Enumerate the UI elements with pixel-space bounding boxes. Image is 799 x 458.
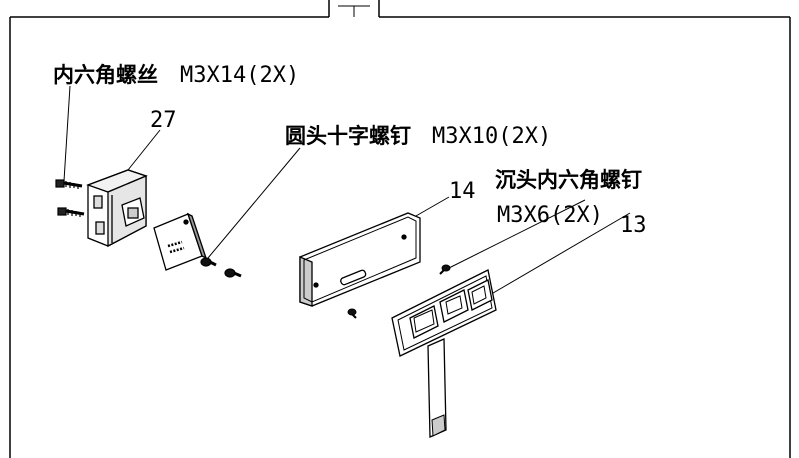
front-plate-part-14 — [299, 212, 421, 307]
leader-line-13 — [487, 212, 631, 297]
pan-head-screw-label-cn: 圆头十字螺钉 — [285, 124, 411, 148]
pan-head-screw-icon — [224, 268, 242, 278]
countersunk-screw-label-spec: M3X6(2X) — [497, 203, 603, 228]
hex-socket-screw-icon — [57, 207, 85, 217]
hex-screw-label-cn: 内六角螺丝 — [53, 63, 158, 87]
drawing-frame — [9, 0, 791, 458]
ribbon-cable — [427, 338, 447, 438]
callout-13: 13 — [620, 213, 647, 238]
membrane-keypad-part-13 — [391, 269, 497, 438]
countersunk-screw-icon — [347, 308, 357, 319]
keypad-button-3-icon — [467, 279, 493, 311]
callout-14: 14 — [449, 179, 476, 204]
countersunk-screw-icon — [439, 264, 451, 275]
hex-screw-label-spec: M3X14(2X) — [180, 63, 299, 88]
leader-line-pan-head-screw — [207, 147, 301, 259]
leader-line-27 — [127, 129, 161, 171]
pan-head-screw-icon — [200, 257, 217, 267]
keypad-button-1-icon — [409, 305, 439, 339]
mounting-bracket-part-27 — [86, 169, 148, 248]
circuit-board — [153, 212, 208, 271]
callout-27: 27 — [150, 108, 177, 133]
leader-line-countersunk-screw — [448, 199, 586, 269]
leader-line-hex-screw — [63, 85, 71, 182]
countersunk-screw-label-cn: 沉头内六角螺钉 — [495, 168, 642, 192]
pan-head-screw-label-spec: M3X10(2X) — [432, 124, 551, 149]
hex-socket-screw-icon — [55, 179, 83, 189]
keypad-button-2-icon — [439, 289, 469, 323]
